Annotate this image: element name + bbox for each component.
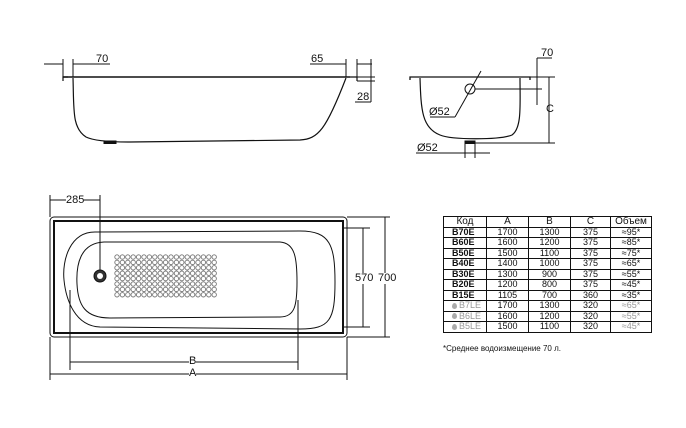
anti-slip-pattern xyxy=(114,254,217,298)
top-view xyxy=(49,195,390,380)
dim-inner-length: B xyxy=(189,355,197,367)
dim-outer-length: A xyxy=(189,367,197,379)
dim-overflow-diameter: Ø52 xyxy=(429,106,450,118)
col-c: C xyxy=(570,216,611,228)
water-drop-icon xyxy=(452,313,457,320)
water-drop-icon xyxy=(452,302,457,309)
col-a: A xyxy=(486,216,529,228)
col-volume: Объем xyxy=(610,216,652,228)
col-b: B xyxy=(528,216,571,228)
dim-overflow-height: 70 xyxy=(541,47,554,59)
dim-drain-offset: 285 xyxy=(66,194,85,206)
table-footnote: *Среднее водоизмещение 70 л. xyxy=(443,344,561,353)
dim-drain-diameter: Ø52 xyxy=(417,142,438,154)
dim-rim-height: 28 xyxy=(357,91,370,103)
dim-outer-width: 700 xyxy=(378,272,397,284)
end-view xyxy=(409,57,555,158)
table-header-row: Код A B C Объем xyxy=(443,216,652,228)
dim-left-lip: 70 xyxy=(96,53,109,65)
col-code: Код xyxy=(443,216,487,228)
dim-right-lip: 65 xyxy=(311,53,324,65)
dim-inner-width: 570 xyxy=(355,272,374,284)
water-drop-icon xyxy=(452,323,457,330)
dim-depth: C xyxy=(546,103,554,115)
side-view xyxy=(44,59,375,144)
